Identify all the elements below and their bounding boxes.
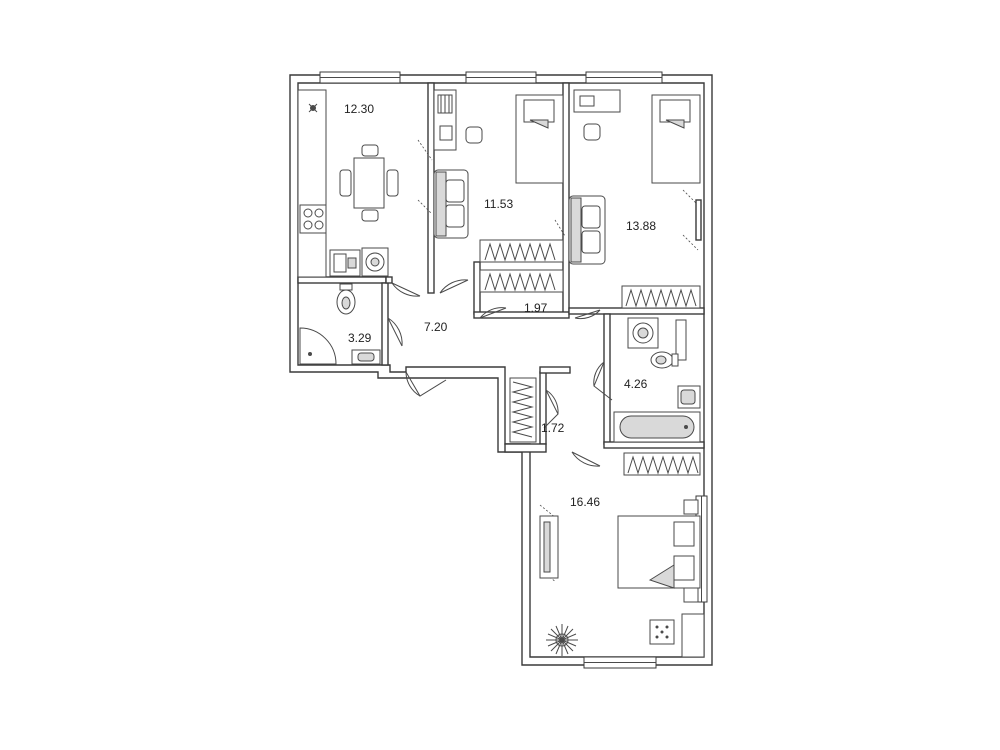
- storage-1-furniture: [479, 269, 564, 293]
- tv-stand-icon: [539, 515, 559, 579]
- wardrobe-icon: [479, 239, 564, 263]
- bed-icon: [515, 94, 564, 184]
- wall-bathroom-bottom: [603, 441, 705, 449]
- sofa-icon: [433, 169, 469, 239]
- door-storage-2: [543, 389, 559, 429]
- wall-wc-right: [381, 282, 389, 366]
- wall-bathroom-left: [603, 313, 611, 445]
- nightstand-icon: [683, 587, 699, 603]
- dresser-icon: [681, 613, 705, 658]
- wall-storage2-bottom: [504, 443, 547, 453]
- kitchen-counter: [297, 89, 327, 278]
- chair-icon: [339, 169, 352, 197]
- door-bathroom: [593, 361, 613, 401]
- area-label-hall: 7.20: [424, 320, 448, 334]
- bedroom-2-furniture: [568, 89, 702, 309]
- chair-icon: [465, 126, 483, 144]
- desk-icon: [433, 89, 457, 151]
- washing-machine-icon: [627, 317, 659, 349]
- stove-icon: [299, 204, 327, 234]
- toilet-icon: [650, 351, 679, 369]
- toilet-icon: [336, 283, 356, 315]
- bathtub-icon: [613, 411, 701, 443]
- wall-bedroom1-bedroom2: [562, 82, 570, 314]
- area-labels: 12.30 11.53 13.88 1.97 3.29 7.20 4.26 1.…: [344, 102, 656, 509]
- door-entrance: [405, 371, 447, 397]
- wardrobe-icon: [623, 452, 701, 476]
- door-storage-1: [479, 307, 507, 319]
- wall-wc-top: [297, 276, 387, 284]
- door-bedroom-1: [439, 279, 469, 294]
- sofa-icon: [568, 195, 606, 265]
- area-label-bathroom: 4.26: [624, 377, 648, 391]
- bathroom-furniture: [613, 317, 701, 443]
- doors: [387, 139, 701, 587]
- bedroom-3-furniture: [539, 452, 705, 658]
- door-bedroom-3: [571, 451, 601, 467]
- door-wc: [387, 317, 403, 347]
- towel-rail: [675, 319, 687, 361]
- chair-icon: [361, 144, 379, 157]
- hood-icon: [308, 103, 318, 113]
- area-label-storage-2: 1.72: [541, 421, 565, 435]
- chair-icon: [361, 209, 379, 222]
- area-label-kitchen: 12.30: [344, 102, 374, 116]
- bedroom-1-furniture: [433, 89, 564, 263]
- chair-icon: [583, 123, 601, 141]
- sink-icon: [351, 349, 381, 365]
- wall-storage1-bottom: [473, 311, 570, 319]
- door-bedroom-2: [574, 309, 601, 320]
- sink-icon: [677, 385, 701, 409]
- table-icon: [339, 144, 399, 222]
- ottoman-icon: [649, 619, 675, 645]
- sink-icon: [329, 249, 361, 277]
- wall-kitchen-bedroom1: [427, 82, 435, 294]
- washing-machine-kitchen-icon: [361, 247, 389, 277]
- chair-icon: [386, 169, 399, 197]
- storage-2-furniture: [509, 377, 537, 443]
- shower-icon: [299, 327, 337, 365]
- door-kitchen: [391, 282, 421, 297]
- radiator: [695, 199, 702, 241]
- kitchen-furniture: [297, 89, 399, 278]
- area-label-wc: 3.29: [348, 331, 372, 345]
- wall-storage1-left: [473, 261, 481, 315]
- area-label-bedroom-3: 16.46: [570, 495, 600, 509]
- interior-walls: [297, 82, 705, 453]
- area-label-bedroom-1: 11.53: [484, 197, 513, 211]
- plant-icon: [546, 624, 578, 656]
- wardrobe-icon: [621, 285, 701, 309]
- wc-furniture: [299, 283, 381, 365]
- bed-icon: [617, 515, 701, 589]
- nightstand-icon: [683, 499, 699, 515]
- desk-icon: [573, 89, 621, 113]
- area-label-bedroom-2: 13.88: [626, 219, 656, 233]
- bed-icon: [651, 94, 701, 184]
- area-label-storage-1: 1.97: [524, 301, 548, 315]
